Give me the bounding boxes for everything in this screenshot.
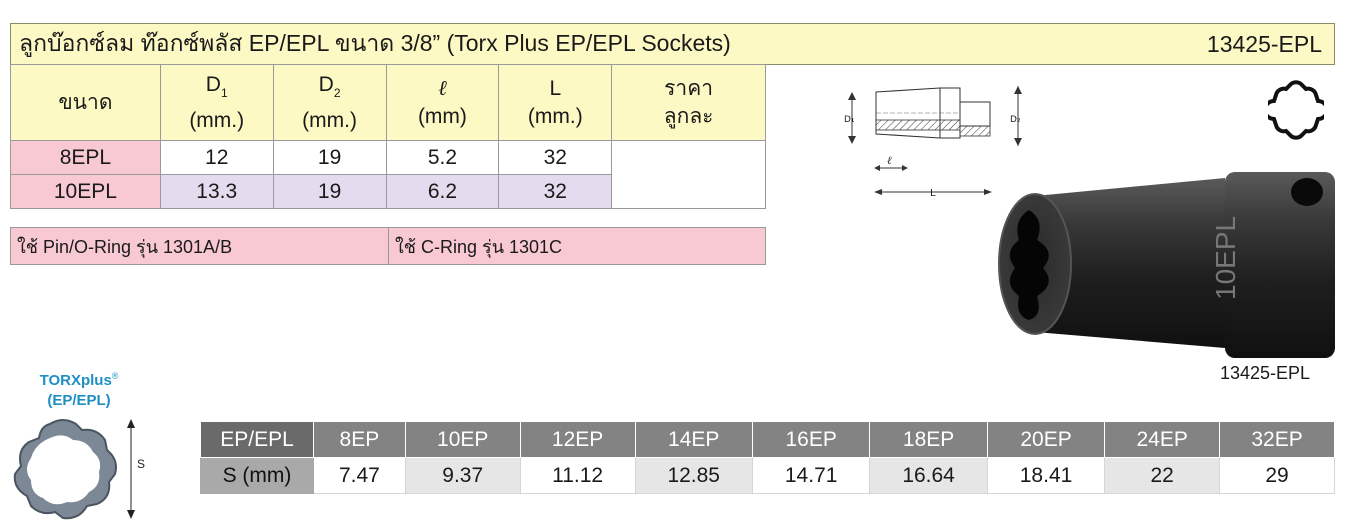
price-cell xyxy=(611,140,766,209)
l-small-cell: 6.2 xyxy=(385,174,500,209)
header-d2-unit: (mm.) xyxy=(302,108,357,132)
d2-cell: 19 xyxy=(272,174,387,209)
size-cell: 14EP xyxy=(634,421,753,458)
size-cell: 12EP xyxy=(519,421,636,458)
d2-cell: 19 xyxy=(272,140,387,175)
header-d2-symbol: D xyxy=(318,72,334,96)
header-d2-subscript: 2 xyxy=(333,85,341,100)
s-value-cell: 7.47 xyxy=(313,457,406,494)
header-l-small-symbol: ℓ xyxy=(438,76,447,100)
spec-header-row: ขนาด D1 (mm.) D2 (mm.) ℓ (mm) L (mm.) รา… xyxy=(10,64,766,141)
header-d1-subscript: 1 xyxy=(220,85,228,100)
header-size: ขนาด xyxy=(10,64,161,141)
s-value-cell: 16.64 xyxy=(869,457,988,494)
header-price: ราคา ลูกละ xyxy=(611,64,766,141)
size-cell: 10EP xyxy=(404,421,521,458)
header-l-small-unit: (mm) xyxy=(417,105,467,128)
s-value-cell: 29 xyxy=(1219,457,1335,494)
header-d2: D2 (mm.) xyxy=(272,64,387,141)
header-price-sub: ลูกละ xyxy=(663,104,714,128)
torx-plus-title: TORXplus® (EP/EPL) xyxy=(30,366,128,411)
l-big-cell: 32 xyxy=(498,174,613,209)
page-title: ลูกบ๊อกซ์ลม ท๊อกซ์พลัส EP/EPL ขนาด 3/8” … xyxy=(19,30,731,56)
size-cell: 10EPL xyxy=(10,174,161,209)
s-value-row: S (mm) 7.47 9.37 11.12 12.85 14.71 16.64… xyxy=(200,457,1335,494)
diagram-l-small-label: ℓ xyxy=(887,154,892,167)
l-big-cell: 32 xyxy=(498,140,613,175)
size-row-label: EP/EPL xyxy=(200,421,314,458)
s-value-cell: 22 xyxy=(1104,457,1221,494)
d1-cell: 13.3 xyxy=(159,174,274,209)
socket-engraving: 10EPL xyxy=(1210,216,1241,300)
diagram-d1-label: D₁ xyxy=(844,115,855,125)
photo-caption: 13425-EPL xyxy=(1220,363,1311,383)
header-d1-symbol: D xyxy=(205,72,221,96)
spec-table: ขนาด D1 (mm.) D2 (mm.) ℓ (mm) L (mm.) รา… xyxy=(10,64,766,209)
size-table: EP/EPL 8EP 10EP 12EP 14EP 16EP 18EP 20EP… xyxy=(200,421,1335,494)
torx-plus-star-icon xyxy=(1268,80,1324,140)
torx-subtitle: (EP/EPL) xyxy=(47,392,111,409)
size-cell: 20EP xyxy=(986,421,1106,458)
l-small-cell: 5.2 xyxy=(385,140,500,175)
diagram-l-big-label: L xyxy=(930,188,936,199)
size-cell: 18EP xyxy=(869,421,988,458)
header-l-big-symbol: L xyxy=(549,76,562,100)
header-price-label: ราคา xyxy=(664,76,714,100)
torx-brand: TORXplus xyxy=(39,372,112,389)
pin-ring-note: ใช้ Pin/O-Ring รุ่น 1301A/B xyxy=(11,228,389,264)
title-bar: ลูกบ๊อกซ์ลม ท๊อกซ์พลัส EP/EPL ขนาด 3/8” … xyxy=(10,23,1335,65)
spec-row: 8EPL 12 19 5.2 32 xyxy=(10,140,766,209)
size-cell: 16EP xyxy=(751,421,871,458)
socket-dimension-diagram: D₁ D₂ ℓ L xyxy=(844,86,1022,199)
size-header-row: EP/EPL 8EP 10EP 12EP 14EP 16EP 18EP 20EP… xyxy=(200,421,1335,458)
header-l-big: L (mm.) xyxy=(498,64,613,141)
header-d1: D1 (mm.) xyxy=(159,64,274,141)
c-ring-note: ใช้ C-Ring รุ่น 1301C xyxy=(395,236,563,257)
socket-photo: 10EPL xyxy=(998,172,1335,358)
header-l-big-unit: (mm.) xyxy=(527,104,583,128)
s-value-cell: 12.85 xyxy=(634,457,753,494)
d1-cell: 12 xyxy=(159,140,274,175)
size-cell: 32EP xyxy=(1219,421,1335,458)
header-l-small: ℓ (mm) xyxy=(385,64,500,141)
s-value-cell: 14.71 xyxy=(751,457,871,494)
size-cell: 8EPL xyxy=(10,140,161,175)
registered-mark: ® xyxy=(111,371,119,381)
product-code: 13425-EPL xyxy=(1206,30,1322,57)
s-row-label: S (mm) xyxy=(200,457,314,494)
header-d1-unit: (mm.) xyxy=(189,108,245,132)
s-value-cell: 9.37 xyxy=(404,457,521,494)
s-value-cell: 18.41 xyxy=(986,457,1106,494)
s-value-cell: 11.12 xyxy=(519,457,636,494)
torx-dimension-label: S xyxy=(137,457,145,471)
torx-profile-drawing: S xyxy=(13,419,145,520)
spec-row: 10EPL 13.3 19 6.2 32 xyxy=(10,174,766,209)
diagram-d2-label: D₂ xyxy=(1010,115,1021,125)
size-cell: 24EP xyxy=(1104,421,1221,458)
ring-notes: ใช้ Pin/O-Ring รุ่น 1301A/B ใช้ C-Ring ร… xyxy=(10,227,766,265)
size-cell: 8EP xyxy=(313,421,406,458)
